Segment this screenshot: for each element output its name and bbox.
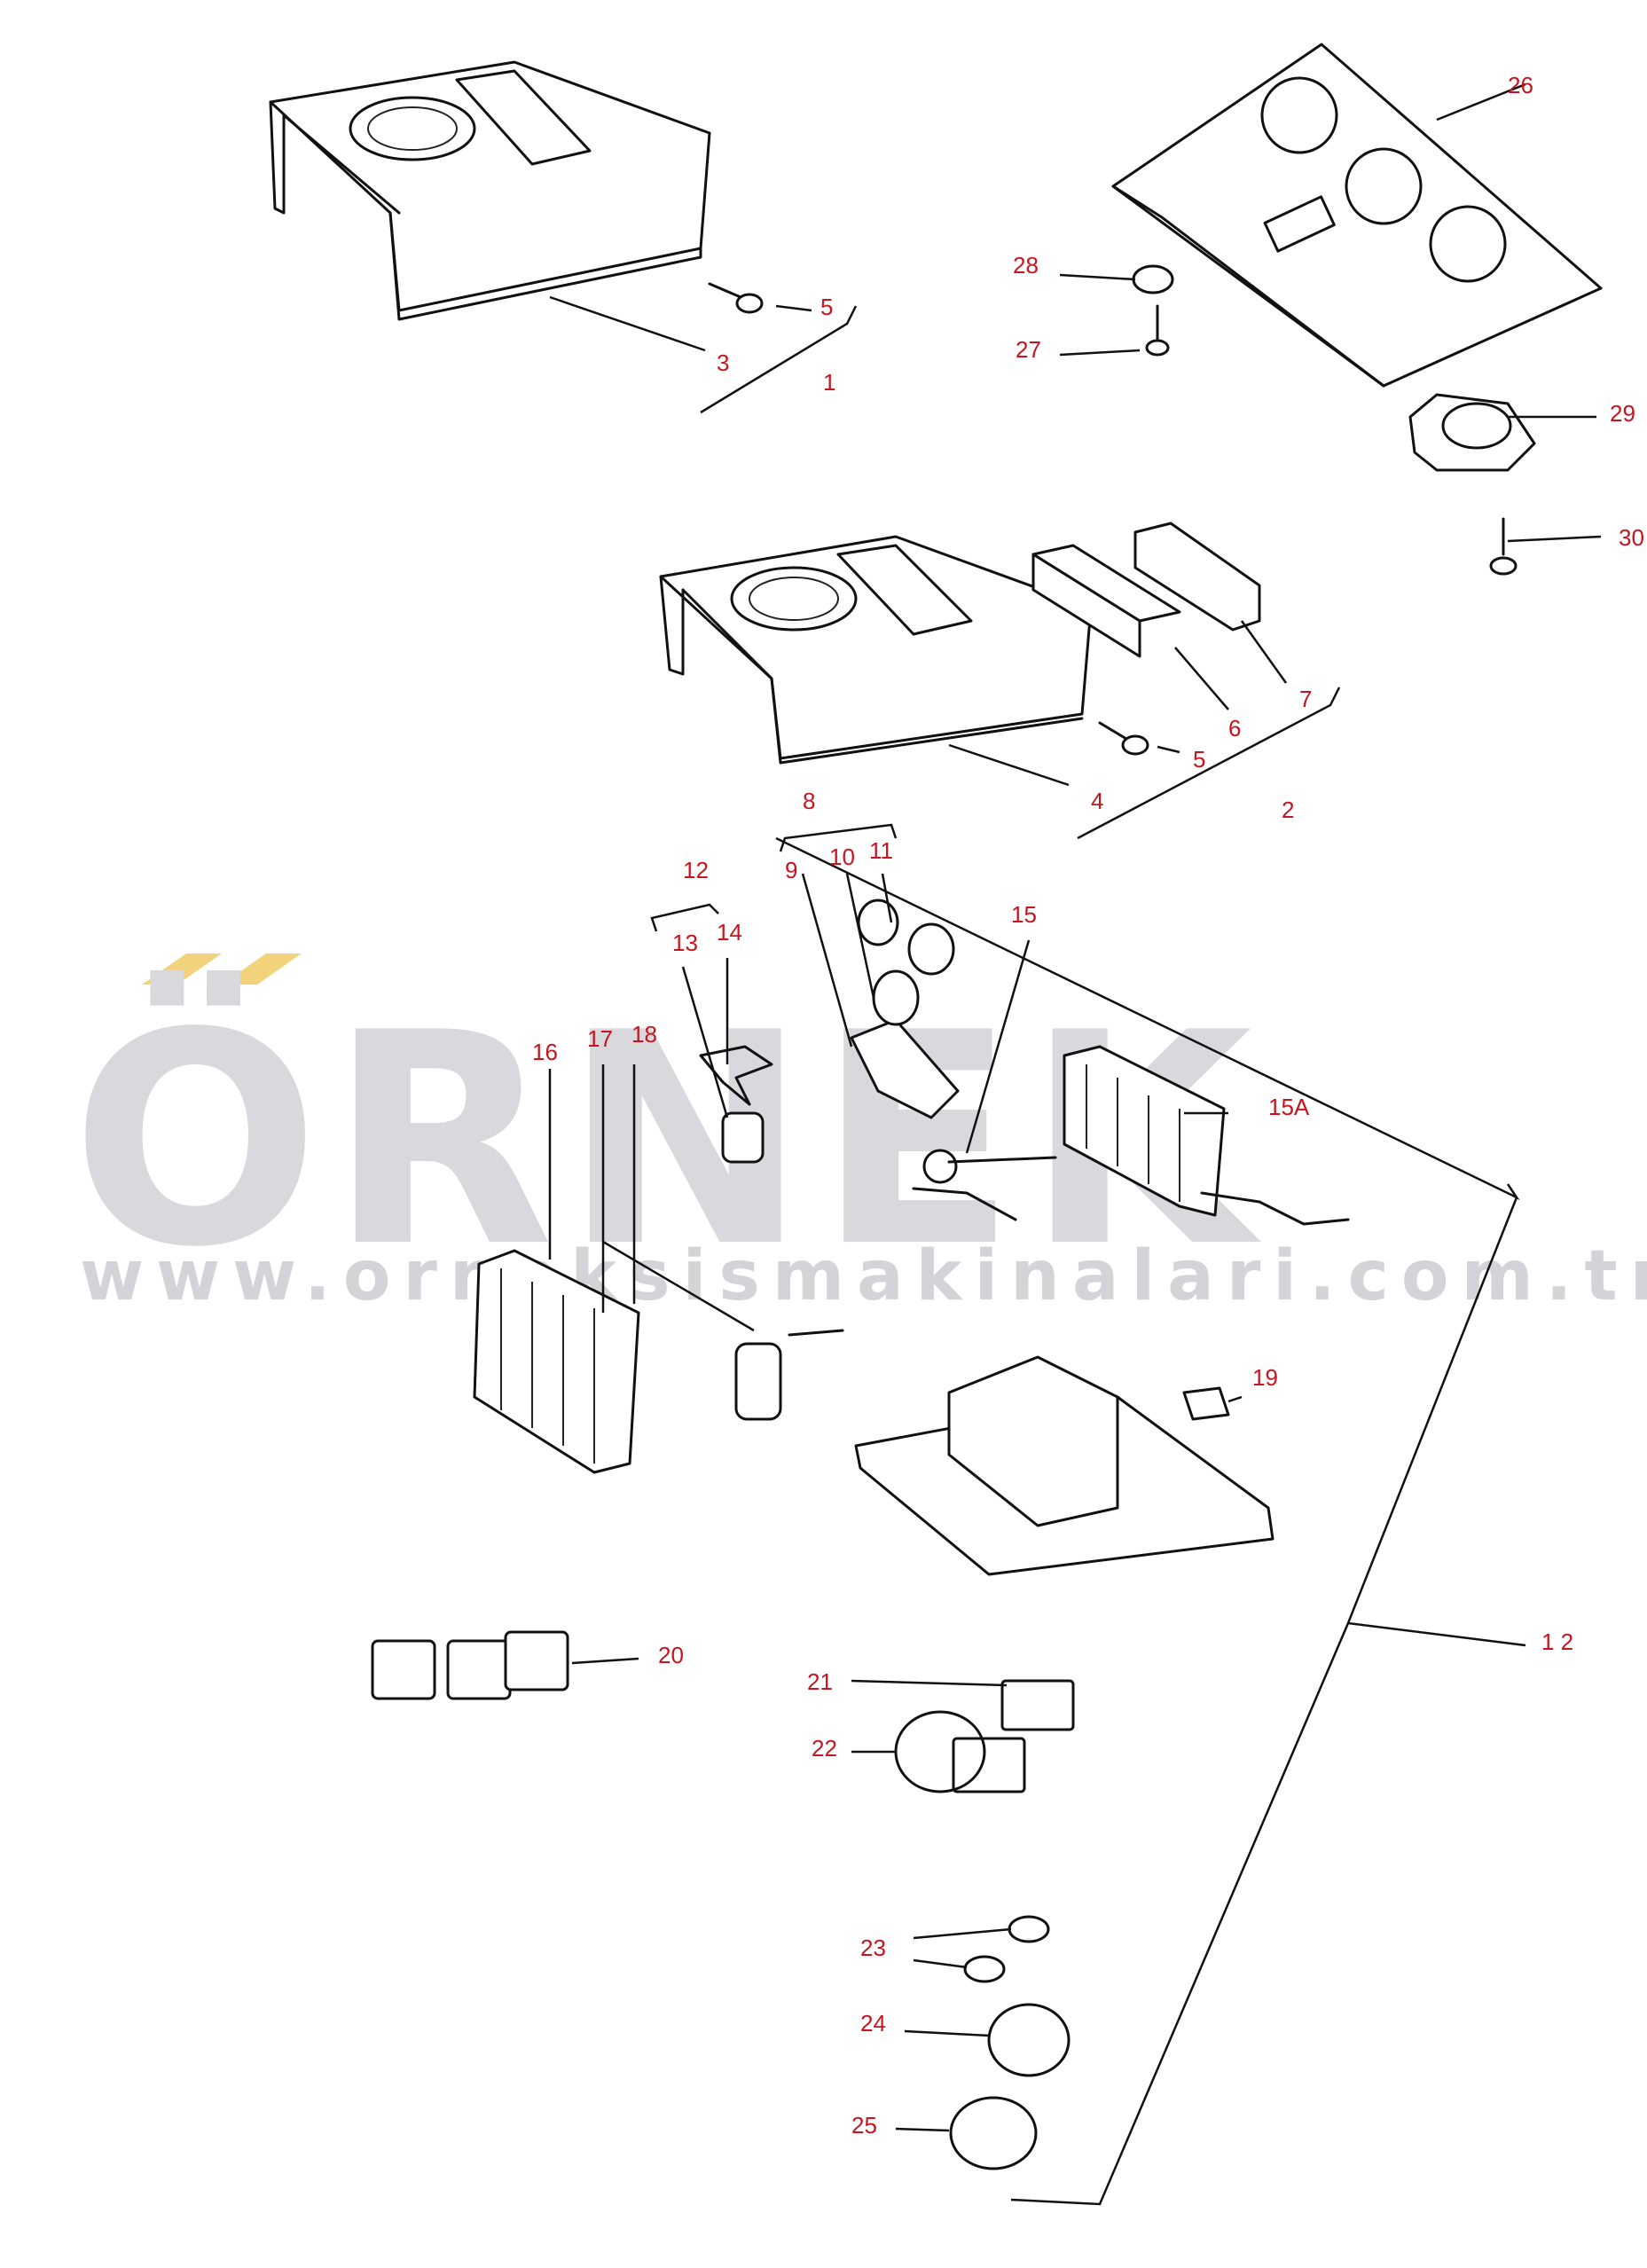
- drier-part-17: [734, 1342, 782, 1421]
- callout-11: 11: [869, 837, 893, 864]
- screw-part-5-middle: [1098, 721, 1149, 756]
- callout-25: 25: [851, 2112, 877, 2139]
- callout-labels: 3 5 1 26 28 27 29 30 6 7 5 4 2 8 9 10 11…: [532, 72, 1644, 2139]
- callout-23: 23: [860, 1934, 886, 1961]
- screw-part-27: [1145, 304, 1170, 357]
- callout-3: 3: [717, 349, 729, 376]
- callout-18: 18: [631, 1021, 657, 1048]
- callout-5-top: 5: [820, 294, 833, 320]
- callout-20: 20: [658, 1642, 684, 1668]
- fan-motor-part-13-14: [699, 1045, 773, 1164]
- evaporator-part-15a: [1063, 1045, 1350, 1226]
- bracket-part-19: [1182, 1386, 1230, 1421]
- watermark-url: www.orneksismakinalari.com.tr: [80, 1236, 1647, 1316]
- switch-part-18: [788, 1329, 844, 1337]
- callout-27: 27: [1016, 336, 1041, 363]
- callout-15a: 15A: [1268, 1094, 1310, 1120]
- callout-9: 9: [785, 857, 797, 883]
- knob-part-24: [987, 2003, 1071, 2077]
- thermostat-part-21-22: [894, 1679, 1075, 1793]
- callout-2: 2: [1282, 797, 1294, 823]
- callout-26: 26: [1508, 72, 1533, 98]
- callout-19: 19: [1252, 1364, 1278, 1391]
- callout-28: 28: [1013, 252, 1039, 279]
- callout-5-middle: 5: [1193, 746, 1205, 773]
- watermark: ÖRNEK www.orneksismakinalari.com.tr: [71, 954, 1647, 1316]
- base-tray: [854, 1355, 1274, 1576]
- callout-22: 22: [812, 1735, 837, 1762]
- top-cover-part-3: [269, 60, 711, 321]
- callout-7: 7: [1299, 686, 1312, 712]
- callout-1: 1: [823, 369, 835, 396]
- callout-29: 29: [1610, 400, 1635, 427]
- relays-part-20: [371, 1630, 569, 1700]
- callout-1-2: 1 2: [1541, 1628, 1573, 1655]
- gauge-part-29: [1408, 393, 1536, 472]
- screw-part-30: [1489, 517, 1518, 576]
- callout-8: 8: [803, 788, 815, 814]
- callout-10: 10: [829, 844, 855, 870]
- knob-part-25: [949, 2096, 1038, 2170]
- callout-24: 24: [860, 2010, 886, 2036]
- callout-12: 12: [683, 857, 709, 883]
- watermark-brand: ÖRNEK: [71, 968, 1263, 1311]
- callout-14: 14: [717, 919, 742, 946]
- knob-part-28: [1132, 264, 1174, 294]
- leader-lines: [548, 82, 1602, 2206]
- nuts-part-23: [963, 1915, 1050, 1983]
- vent-frame-part-7: [1133, 522, 1261, 632]
- callout-4: 4: [1091, 788, 1103, 814]
- condenser-part-16: [473, 1249, 640, 1474]
- watermark-umlaut-right: [222, 954, 302, 985]
- callout-6: 6: [1228, 715, 1241, 742]
- watermark-umlaut-left: [142, 954, 222, 985]
- screw-part-5-top: [708, 282, 764, 314]
- callout-13: 13: [672, 930, 698, 956]
- callout-17: 17: [587, 1025, 613, 1052]
- callout-15: 15: [1011, 901, 1037, 928]
- callout-16: 16: [532, 1039, 558, 1065]
- callout-21: 21: [807, 1668, 833, 1695]
- vent-grille-part-6: [1031, 544, 1181, 658]
- middle-cover-part-4: [659, 535, 1093, 765]
- callout-30: 30: [1619, 524, 1644, 551]
- expansion-valve-part-15: [912, 1149, 1057, 1221]
- control-panel-part-26: [1111, 43, 1603, 388]
